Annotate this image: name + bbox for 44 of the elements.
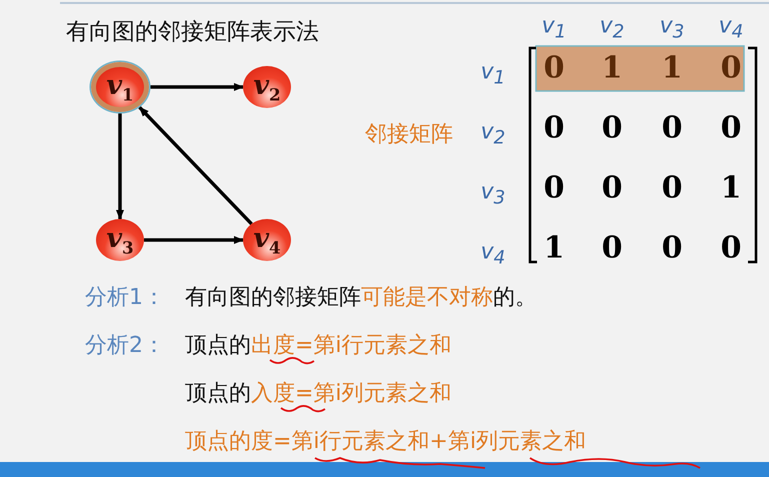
note-text: 出度=第i行元素之和 [251, 332, 452, 360]
row-header: v$_{3}$ [480, 179, 506, 209]
arrow [144, 236, 244, 244]
matrix-entry: 1 [662, 50, 682, 86]
matrix-entry: 1 [602, 50, 622, 86]
matrix-entry: 0 [720, 230, 742, 266]
matrix-label: 邻接矩阵 [365, 121, 453, 149]
heading: 分析2： [85, 332, 166, 360]
row-header: v$_{2}$ [480, 119, 506, 149]
arrow [150, 83, 244, 91]
matrix-entry: 0 [544, 50, 564, 86]
matrix-entry: 1 [720, 170, 742, 206]
matrix-entry: 0 [720, 50, 742, 86]
column-header: v$_{1}$ [542, 13, 566, 43]
matrix-entry: 0 [544, 110, 564, 146]
matrix-entry: 1 [544, 230, 564, 266]
matrix-entry: 0 [720, 110, 742, 146]
matrix-entry: 0 [662, 110, 682, 146]
vertex-circle: v$_{2}$ [243, 66, 291, 108]
matrix-entry: 0 [662, 230, 682, 266]
note-text: 顶点的 [185, 332, 251, 360]
heading: 分析1： [85, 284, 166, 312]
matrix-entry: 0 [602, 110, 622, 146]
matrix-entry: 0 [544, 170, 564, 206]
matrix-entry: 0 [602, 230, 622, 266]
column-header: v$_{4}$ [718, 13, 744, 43]
note-text: 入度=第i列元素之和 [251, 380, 452, 408]
note-text: 顶点的度=第i行元素之和+第i列元素之和 [185, 428, 586, 456]
row-header: v$_{4}$ [480, 239, 506, 269]
column-header: v$_{3}$ [660, 13, 684, 43]
row-header: v$_{1}$ [480, 59, 506, 89]
column-header: v$_{2}$ [600, 13, 624, 43]
arrow [116, 114, 124, 220]
vertex-circle: v$_{3}$ [96, 219, 144, 261]
note-text: 顶点的 [185, 380, 251, 408]
note-text: 有向图的邻接矩阵 [185, 284, 361, 312]
matrix-entry: 0 [602, 170, 622, 206]
note-text: 的。 [493, 284, 537, 312]
note-text: 可能是不对称 [361, 284, 493, 312]
matrix-entry: 0 [662, 170, 682, 206]
title: 有向图的邻接矩阵表示法 [66, 18, 319, 47]
vertex-circle: v$_{4}$ [243, 219, 291, 261]
vertex-circle: v$_{1}$ [91, 62, 149, 112]
arrow [138, 106, 253, 226]
